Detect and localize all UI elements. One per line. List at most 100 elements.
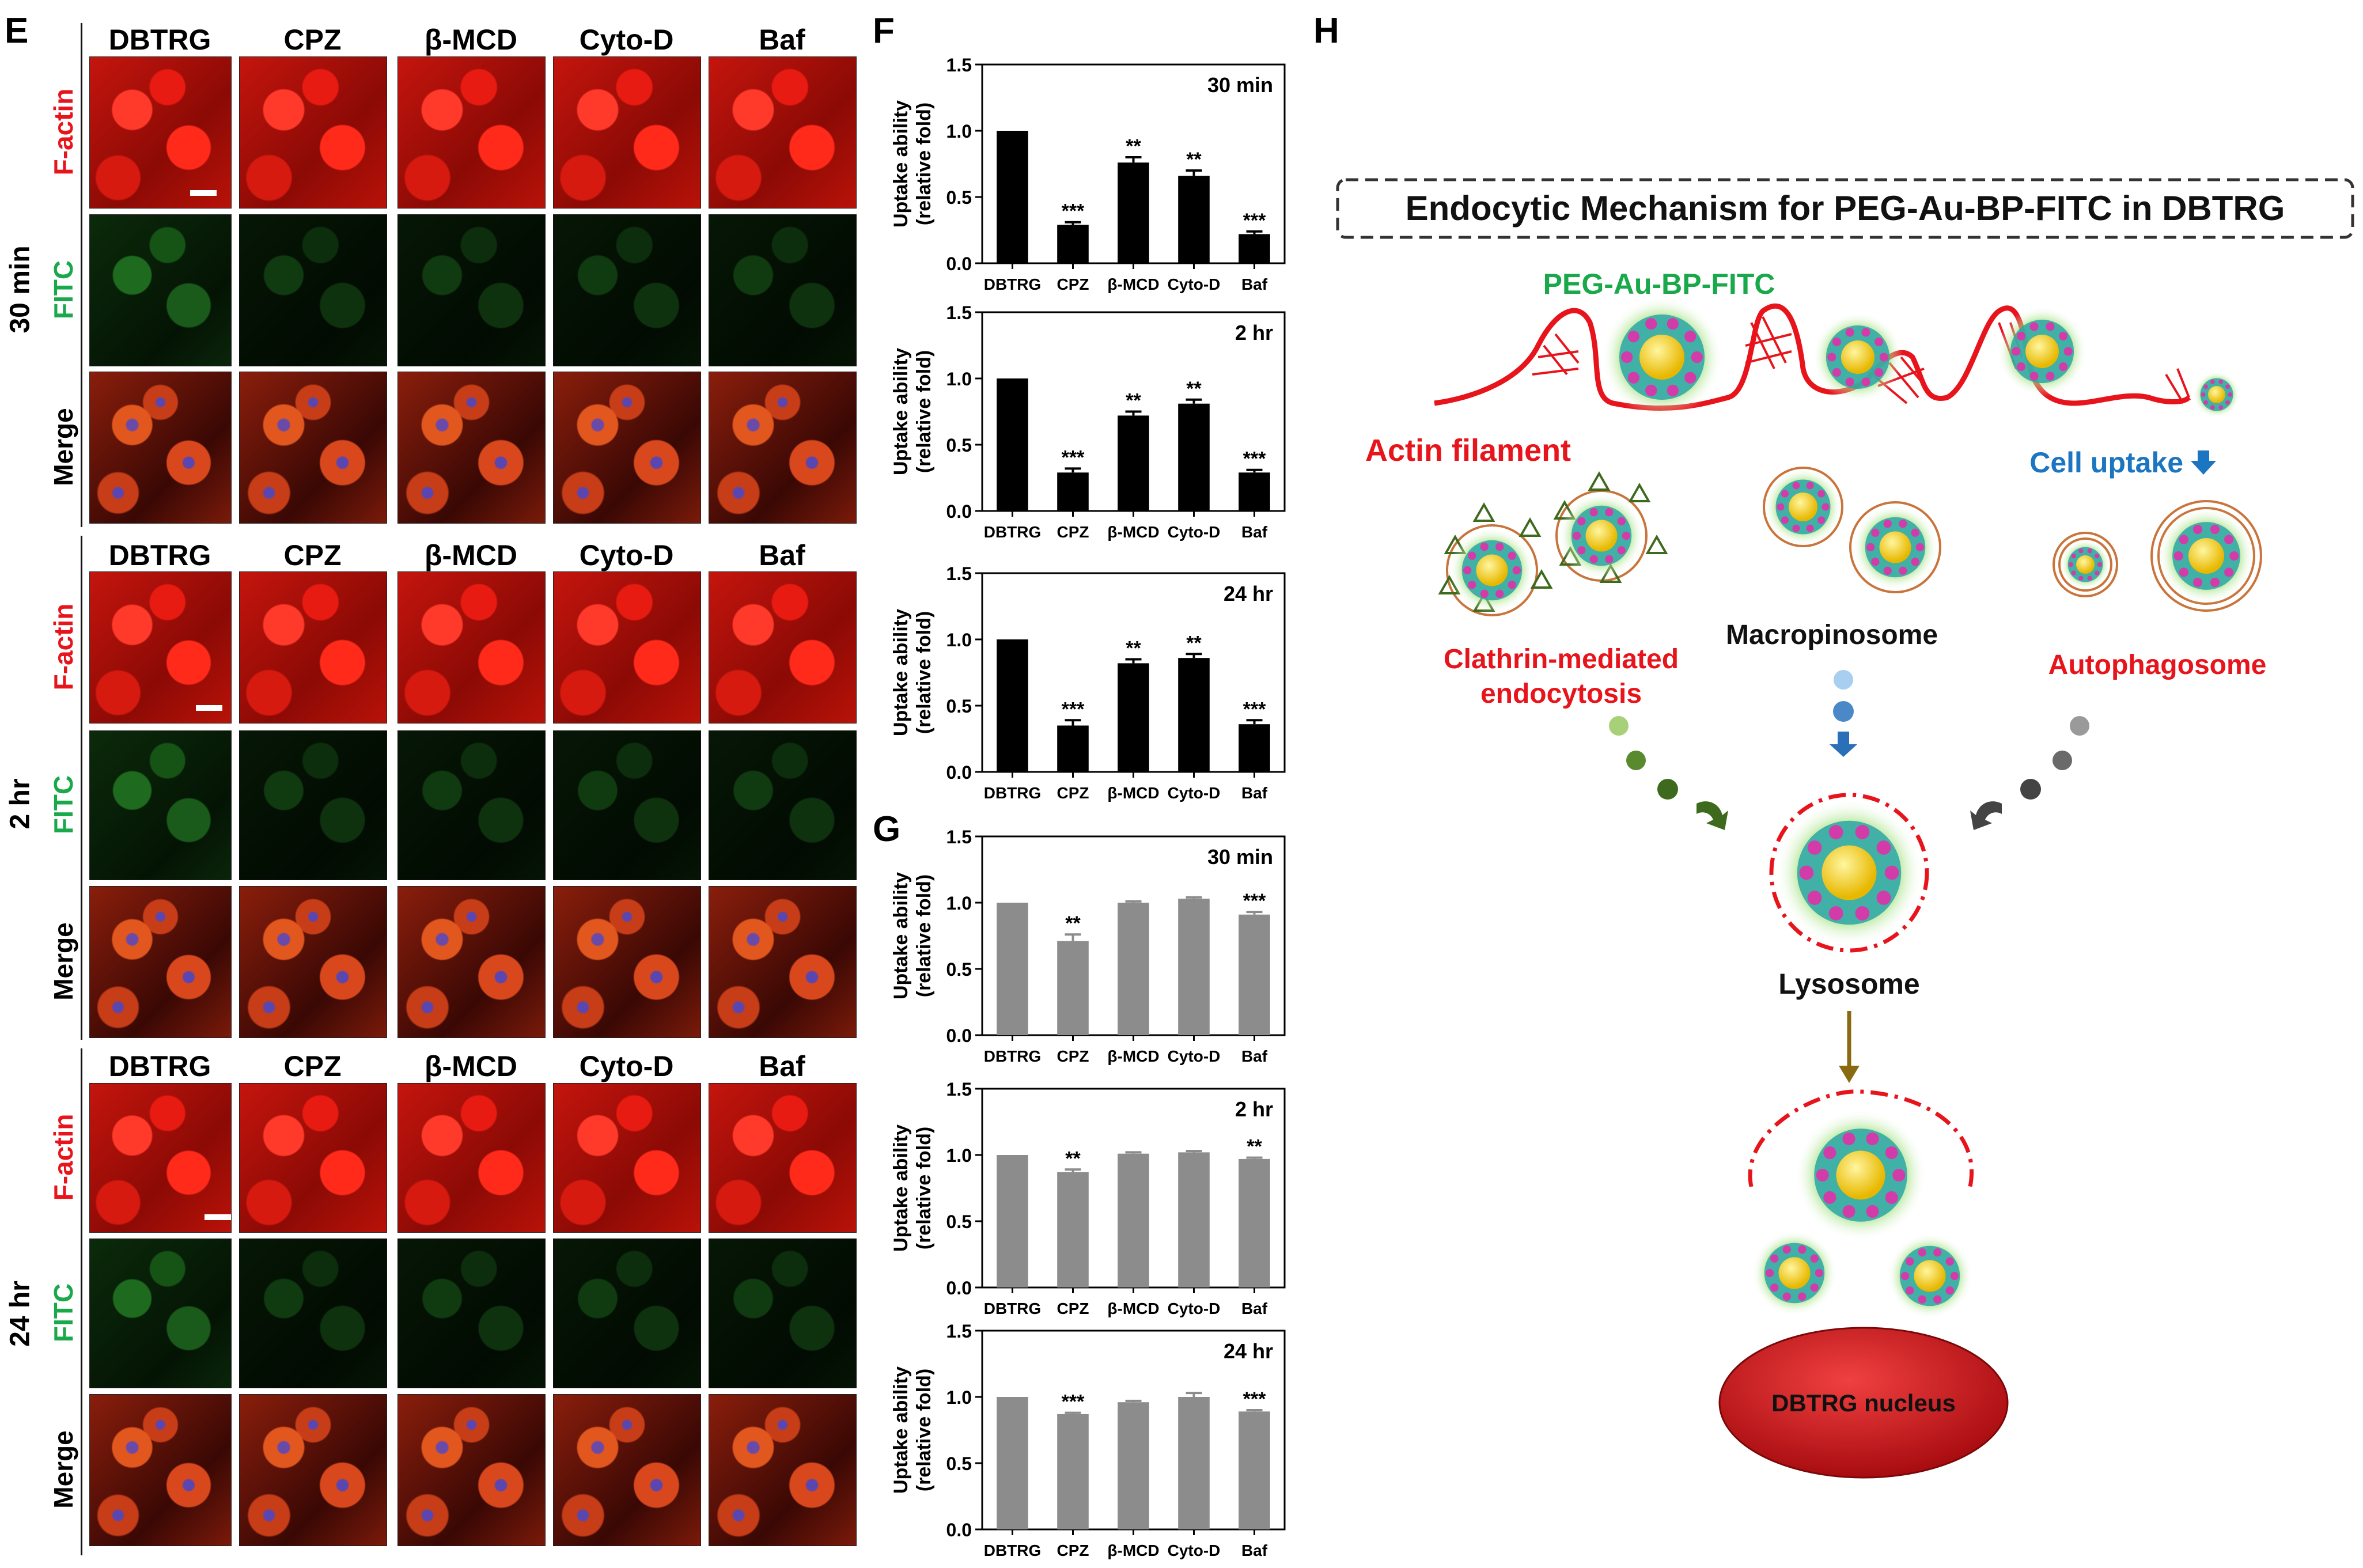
column-header: β-MCD (424, 24, 518, 56)
micrograph-fitc (397, 214, 546, 366)
micrograph-factin (553, 56, 701, 209)
nanoparticle-dot (1892, 1168, 1906, 1182)
nanoparticle-dot (1770, 1283, 1779, 1292)
clathrin-label-line2: endocytosis (1480, 679, 1642, 709)
panel-e-letter: E (5, 11, 29, 51)
gold-core (2076, 555, 2095, 574)
diagram-title-box (1336, 178, 2354, 239)
column-header: Baf (759, 1050, 805, 1082)
broken-lysosome-membrane (1748, 1089, 1974, 1187)
gold-core (1822, 845, 1877, 900)
micrograph-fitc (709, 214, 857, 366)
nanoparticle-dot (1883, 520, 1892, 528)
nanoparticle-dot (1885, 1146, 1898, 1160)
nanoparticle-dot (1918, 1295, 1926, 1304)
micrograph-factin (397, 1083, 546, 1233)
nanoparticle-dot (1617, 517, 1626, 525)
nanoparticle-dot (1667, 384, 1679, 397)
particle-label: PEG-Au-BP-FITC (1543, 268, 1775, 300)
nanoparticle-dot (1885, 1191, 1898, 1205)
micrograph-factin (553, 571, 701, 724)
nanoparticle-dot (2016, 331, 2025, 340)
nanoparticle-dot (1911, 558, 1919, 566)
micrograph-merge (553, 886, 701, 1038)
nanoparticle-dot (2071, 570, 2076, 575)
micrograph-fitc (553, 214, 701, 366)
nanoparticle-dot (1918, 1248, 1926, 1257)
nanoparticle-dot (1866, 1205, 1879, 1218)
gold-core (1879, 531, 1911, 563)
clathrin-pathway-dots (1609, 716, 1728, 830)
block-divider (81, 536, 82, 1040)
gold-core (1836, 1150, 1885, 1200)
nanoparticle-dot (1770, 1254, 1779, 1263)
nanoparticle-dot (2097, 562, 2103, 567)
nanoparticle-dot (1866, 1132, 1879, 1145)
nanoparticle-dot (1495, 543, 1504, 551)
nanoparticle-dot (1906, 1257, 1914, 1266)
nanoparticle-dot (2029, 372, 2039, 381)
nanoparticle-dot (1684, 331, 1696, 343)
micrograph-merge (239, 1394, 387, 1546)
nanoparticle-dot (1933, 1295, 1942, 1304)
micrograph-merge (239, 886, 387, 1038)
nanoparticle-dot (1792, 524, 1800, 532)
nanoparticle-dot (1817, 490, 1826, 498)
lysosome-membrane (1769, 793, 1929, 953)
micrograph-fitc (553, 730, 701, 880)
nanoparticle-dot (1622, 531, 1631, 540)
micrograph-factin (553, 1083, 701, 1233)
micrograph-factin (397, 571, 546, 724)
nanoparticle-dot (1667, 317, 1679, 330)
nanoparticle-dot (1572, 531, 1581, 540)
nanoparticle-dot (1799, 865, 1814, 880)
nanoparticle-dot (1879, 353, 1888, 362)
nanoparticle-dot (1832, 337, 1841, 346)
nanoparticle-dot (1807, 891, 1822, 905)
nanoparticle-dot (1817, 516, 1826, 524)
nanoparticle-dot (2203, 384, 2208, 389)
micrograph-fitc (397, 1239, 546, 1388)
nanoparticle-dot (2046, 322, 2055, 331)
nanoparticle-dot (2203, 400, 2208, 405)
micrograph-fitc (553, 1239, 701, 1388)
cell-uptake-label: Cell uptake (2029, 446, 2183, 479)
nanoparticle-dot (2046, 372, 2055, 381)
micrograph-merge (709, 886, 857, 1038)
nanoparticle-dot (1589, 555, 1598, 563)
nanoparticle-dot (2012, 347, 2021, 356)
nanoparticle-dot (1842, 1132, 1855, 1145)
nanoparticle-dot (1765, 1268, 1774, 1278)
nanoparticle-dot (1842, 1205, 1855, 1218)
nanoparticle-dot (1845, 377, 1854, 387)
nanoparticle-dot (1832, 368, 1841, 377)
micrograph-fitc (709, 1239, 857, 1388)
nanoparticle-dot (1816, 1168, 1829, 1182)
lysosome-arrow-head (1839, 1066, 1860, 1083)
panel-h-letter: H (1313, 11, 1339, 51)
gold-core (1476, 554, 1508, 586)
column-header: Baf (759, 539, 805, 571)
nanoparticle-dot (1589, 508, 1598, 517)
nanoparticle-dot (1866, 543, 1875, 552)
gold-core (2025, 335, 2059, 368)
nanoparticle-dot (2225, 384, 2230, 389)
micrograph-merge (709, 372, 857, 524)
nanoparticle-dot (2078, 575, 2084, 581)
nanoparticle-dot (2192, 524, 2203, 535)
micrograph-fitc (89, 1239, 232, 1388)
nanoparticle-dot (2059, 362, 2068, 372)
nanoparticle-dot (1822, 503, 1830, 511)
column-header: DBTRG (108, 1050, 211, 1082)
nanoparticle-dot (2224, 535, 2234, 544)
gold-core (1914, 1260, 1946, 1292)
micrograph-factin (709, 56, 857, 209)
nanoparticle-dot (2078, 548, 2084, 554)
micrograph-fitc (89, 730, 232, 880)
nanoparticle-dot (2068, 562, 2074, 567)
nanoparticle-dot (2173, 551, 2183, 561)
nanoparticle-dot (1875, 368, 1884, 377)
nanoparticle-dot (1871, 558, 1880, 566)
nanoparticle-dot (1508, 551, 1516, 560)
nanoparticle-dot (2179, 535, 2188, 544)
